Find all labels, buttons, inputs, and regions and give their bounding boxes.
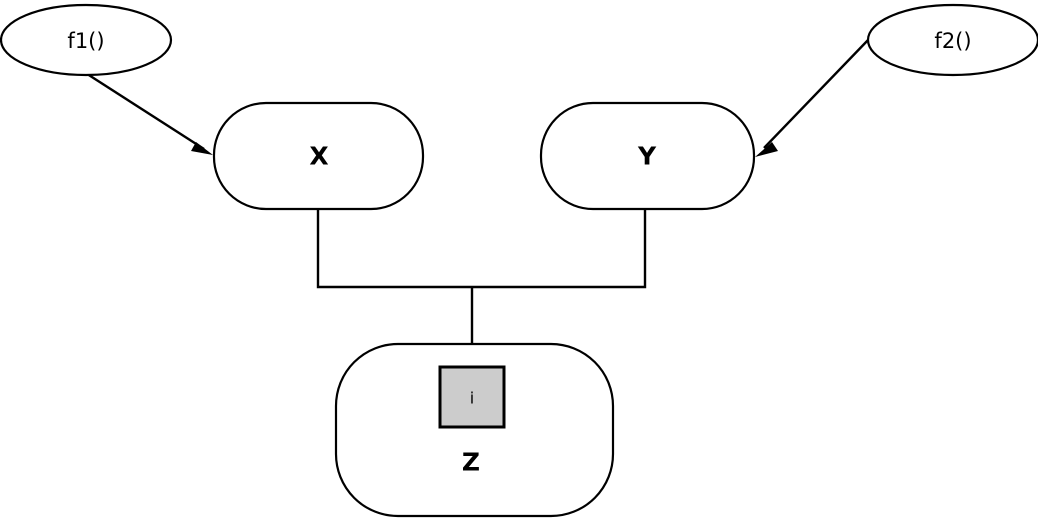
edge-f1-to-x-arrowhead xyxy=(191,142,213,155)
node-i-shape[interactable] xyxy=(438,365,506,429)
node-z-label: Z xyxy=(462,448,480,477)
node-i[interactable]: i xyxy=(438,365,506,429)
node-x-shape[interactable] xyxy=(212,101,425,211)
node-f1-shape[interactable] xyxy=(0,3,173,77)
node-f2[interactable]: f2() xyxy=(866,3,1038,77)
node-i-label: i xyxy=(470,389,474,408)
node-f1-label: f1() xyxy=(67,29,104,53)
edge-merge-bracket xyxy=(316,209,647,289)
edge-f1-to-x xyxy=(80,68,213,155)
node-y-shape[interactable] xyxy=(539,101,756,211)
edge-f2-to-y-arrowhead xyxy=(755,142,778,157)
node-z[interactable]: Z i xyxy=(334,342,615,518)
node-x[interactable]: X xyxy=(212,101,425,211)
node-f1[interactable]: f1() xyxy=(0,3,173,77)
node-f2-label: f2() xyxy=(934,29,971,53)
edge-f2-to-y-line xyxy=(763,38,870,149)
edge-f2-to-y xyxy=(755,38,870,157)
node-z-shape[interactable] xyxy=(334,342,615,518)
node-f2-shape[interactable] xyxy=(866,3,1038,77)
node-y-label: Y xyxy=(637,142,657,171)
edge-f1-to-x-line xyxy=(80,68,205,151)
node-x-label: X xyxy=(309,142,328,171)
node-y[interactable]: Y xyxy=(539,101,756,211)
